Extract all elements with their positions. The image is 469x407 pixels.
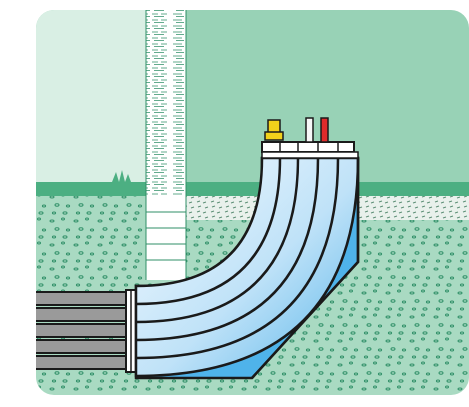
grass-strip [36, 182, 469, 196]
shaft-lower-section [146, 196, 186, 280]
sky-left-panel [36, 10, 146, 185]
grass-tuft [112, 170, 131, 182]
cable-end-caps [125, 289, 137, 373]
marker-white [305, 117, 314, 143]
curved-conduit-bundle [134, 156, 360, 380]
marker-posts [264, 117, 329, 143]
marker-red [320, 117, 329, 143]
horizontal-cable-bundle [36, 291, 134, 370]
top-connector-plate [261, 141, 359, 159]
